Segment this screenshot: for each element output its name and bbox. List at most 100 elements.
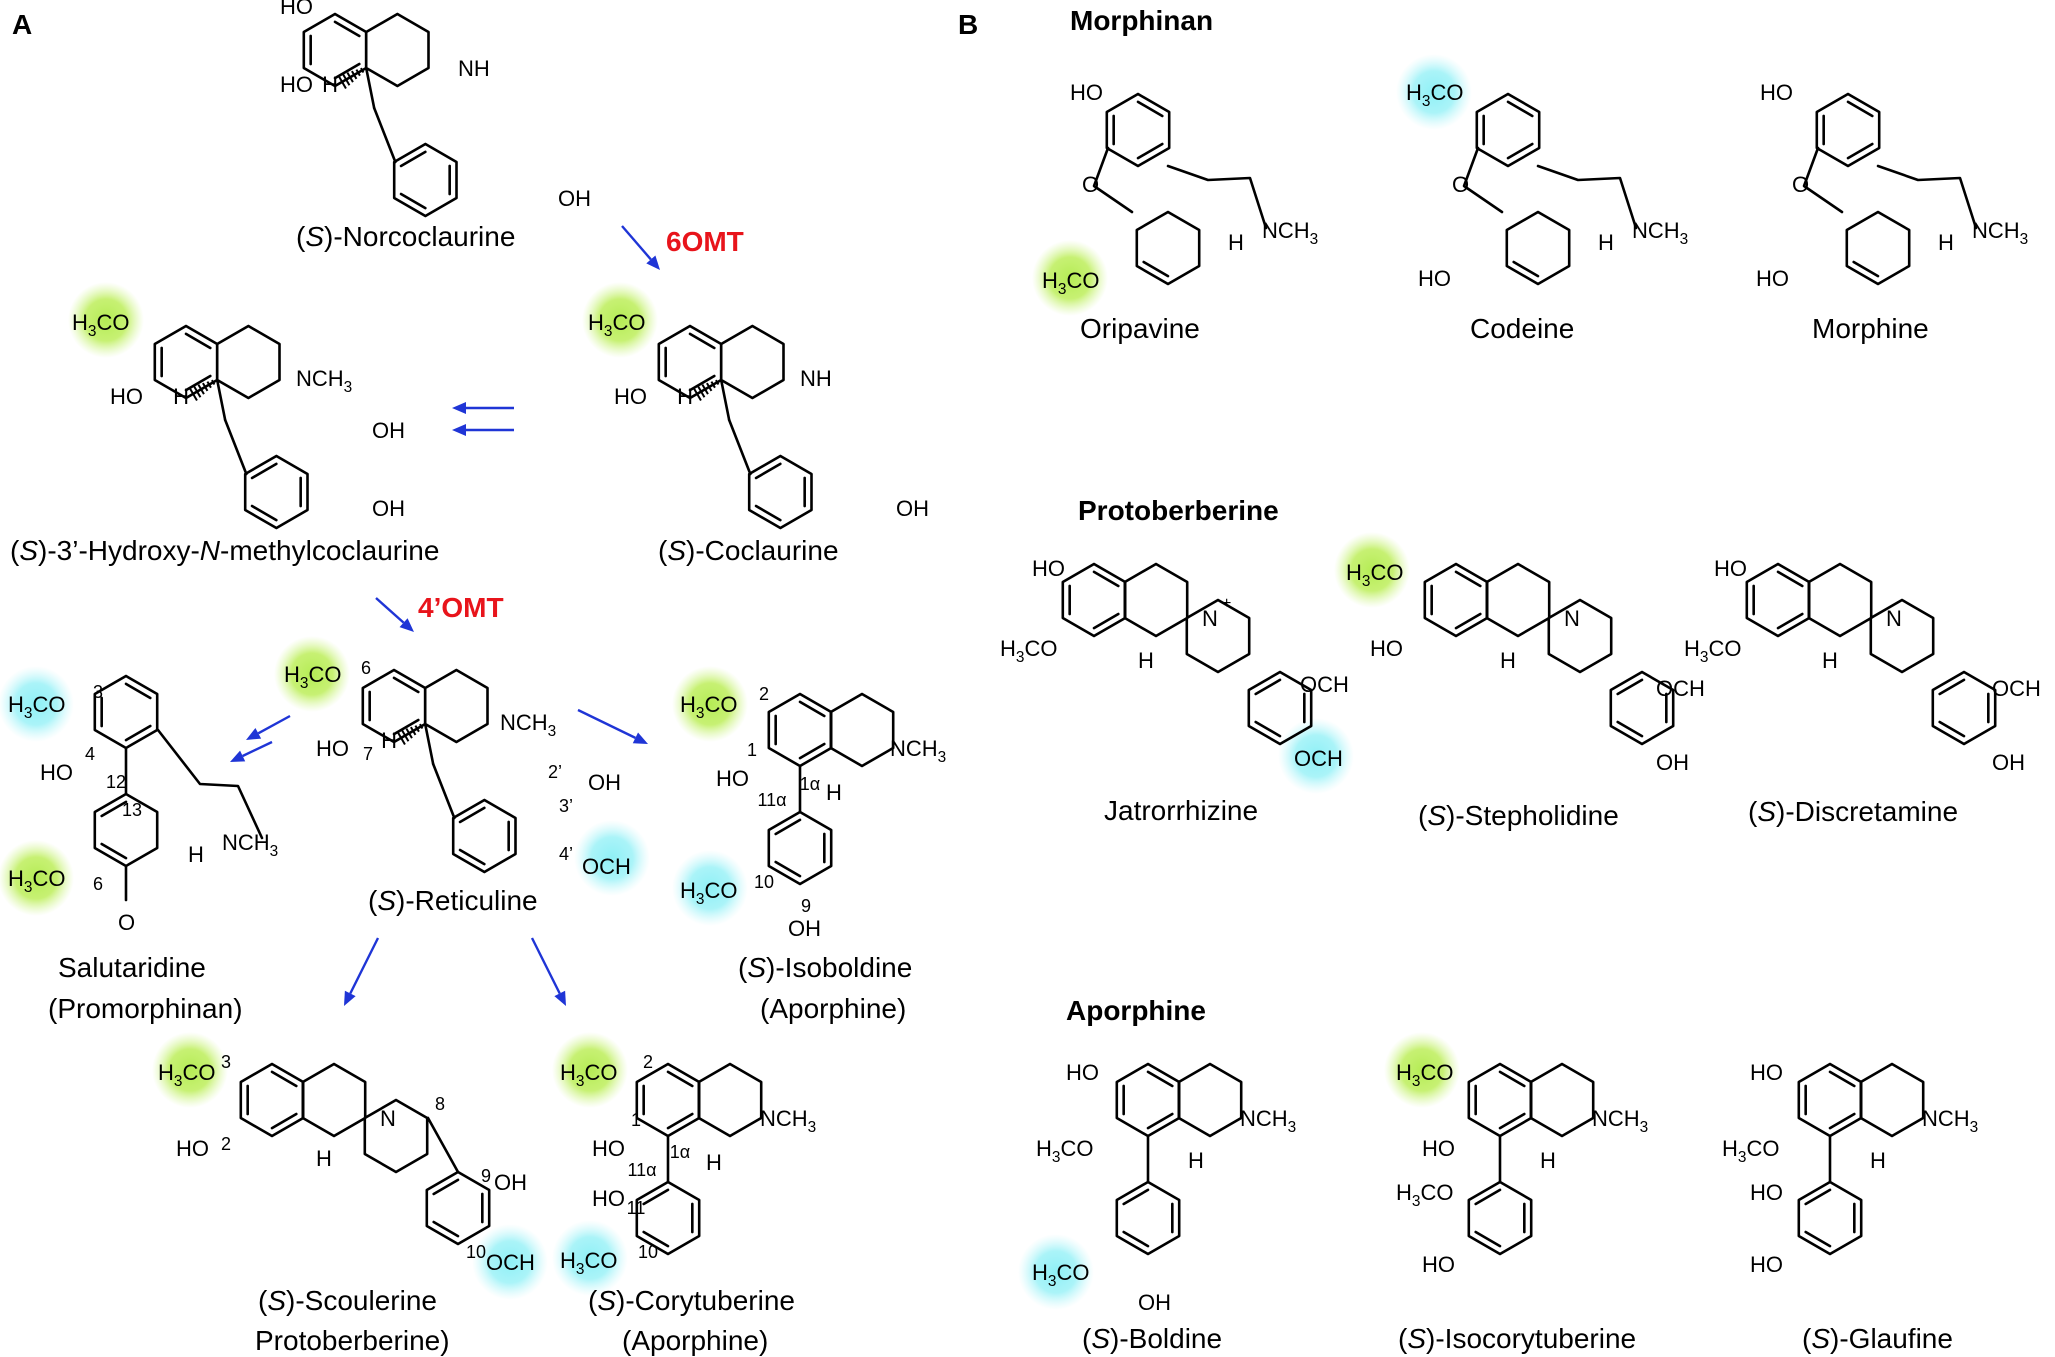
isoboldine-6omt-highlight <box>672 666 748 742</box>
codeine-ring-c-double-bond <box>1512 260 1540 278</box>
corytuberine-ring-a-double-bond <box>666 1070 694 1088</box>
coclaurine-ring-benzyl-double-bond <box>754 462 782 480</box>
stepholidine-och3: OCH <box>1656 676 1705 701</box>
isoboldine-4omt-highlight <box>672 850 748 926</box>
compound-name-corytuberine: (S)-Corytuberine <box>588 1285 795 1316</box>
glaufine-ho-b: HO <box>1750 1180 1783 1205</box>
arrow-reticuline-to-scoulerine-head <box>344 990 356 1006</box>
compound-name-stepholidine: (S)-Stepholidine <box>1418 800 1619 831</box>
reticuline-ch2-a <box>423 722 435 766</box>
arrow-norcoclaurine-to-coclaurine-head <box>646 255 660 270</box>
codeine-ring-a <box>1475 92 1541 168</box>
stepholidine-h3co: H3CO <box>1346 560 1403 590</box>
arrow-coclaurine-to-hmc-head <box>452 402 466 414</box>
compound-name-jatrorrhizine: Jatrorrhizine <box>1104 795 1258 826</box>
jatrorrhizine-och3-top: OCH <box>1300 672 1349 697</box>
class-title-morphinan: Morphinan <box>1070 5 1213 36</box>
glaufine-ho-c: HO <box>1750 1252 1783 1277</box>
corytuberine-h3co-top: H3CO <box>560 1060 617 1090</box>
compound-name-isoboldine: (S)-Isoboldine <box>738 952 912 983</box>
norcoclaurine-stereo-h <box>355 69 361 77</box>
coclaurine-ring-benzyl-double-bond <box>754 504 782 522</box>
jatrorrhizine-ring-d <box>1247 670 1313 746</box>
jatrorrhizine-ring-a <box>1061 562 1127 638</box>
isoboldine-num-2: 2 <box>759 684 769 704</box>
class-title-aporphine: Aporphine <box>1066 995 1206 1026</box>
jatrorrhizine-n: N <box>1202 606 1218 631</box>
isoboldine-h: H <box>826 780 842 805</box>
coclaurine-ring-b <box>719 324 785 400</box>
salutaridine-h3co-bottom: H3CO <box>8 866 65 896</box>
coclaurine-stereo-h <box>697 385 706 398</box>
salutaridine-ring-a-double-bond <box>124 724 152 742</box>
salutaridine-o: O <box>118 910 135 935</box>
compound-name-glaufine: (S)-Glaufine <box>1802 1323 1953 1354</box>
isocorytuberine-ho-b: HO <box>1422 1252 1455 1277</box>
compound-name-isocorytuberine: (S)-Isocorytuberine <box>1398 1323 1636 1354</box>
stepholidine-ho: HO <box>1370 636 1403 661</box>
norcoclaurine-ring-b <box>364 12 430 88</box>
coclaurine-ring-a-double-bond <box>688 332 716 350</box>
norcoclaurine-ring-a-double-bond <box>333 20 361 38</box>
oripavine-ring-c <box>1135 210 1201 286</box>
corytuberine-4omt-highlight <box>552 1220 628 1296</box>
compound-name-boldine: (S)-Boldine <box>1082 1323 1222 1354</box>
isocorytuberine-ring-a-double-bond <box>1498 1112 1526 1130</box>
morphine-ho-bottom: HO <box>1756 266 1789 291</box>
discretamine-n: N <box>1886 606 1902 631</box>
stepholidine-ring-d <box>1609 670 1675 746</box>
isocorytuberine-ring-d-double-bond <box>1474 1188 1502 1206</box>
morphine-ring-a <box>1815 92 1881 168</box>
class-title-protoberberine: Protoberberine <box>1078 495 1279 526</box>
salutaridine-nch3: NCH3 <box>222 830 278 860</box>
isoboldine-ring-a-double-bond <box>798 742 826 760</box>
norcoclaurine-stereo-h <box>351 70 358 80</box>
hmc-oh-a: OH <box>372 418 405 443</box>
isocorytuberine-ho-a: HO <box>1422 1136 1455 1161</box>
oripavine-h3co: H3CO <box>1042 268 1099 298</box>
jatrorrhizine-h3co: H3CO <box>1000 636 1057 666</box>
compound-name-hydroxy-methylcoclaurine: (S)-3’-Hydroxy-N-methylcoclaurine <box>10 535 439 566</box>
scoulerine-num-10: 10 <box>466 1242 486 1262</box>
norcoclaurine-stereo-h <box>360 67 365 73</box>
isoboldine-num-1a: 1α <box>800 774 820 794</box>
salutaridine-ring-a-double-bond <box>124 682 152 700</box>
morphine-ring-a-double-bond <box>1846 100 1874 118</box>
compound-name-coclaurine: (S)-Coclaurine <box>658 535 839 566</box>
codeine-h3co: H3CO <box>1406 80 1463 110</box>
reaction-arrows <box>230 225 660 1006</box>
boldine-h3co-bottom: H3CO <box>1032 1260 1089 1290</box>
boldine-ring-d <box>1115 1180 1181 1256</box>
codeine-nch3: NCH3 <box>1632 218 1688 248</box>
oripavine-o: O <box>1082 172 1099 197</box>
morphine-furan <box>1802 146 1844 214</box>
jatrorrhizine-ho: HO <box>1032 556 1065 581</box>
oripavine-ho: HO <box>1070 80 1103 105</box>
salutaridine-6omt-highlight <box>0 840 74 916</box>
arrow-reticuline-to-salutaridine-a-head <box>246 728 262 740</box>
compound-name-codeine: Codeine <box>1470 313 1574 344</box>
glaufine-ring-d-double-bond <box>1804 1188 1832 1206</box>
corytuberine-nch3: NCH3 <box>760 1106 816 1136</box>
corytuberine-ring-b <box>697 1062 763 1138</box>
arrow-reticuline-to-corytuberine <box>530 937 561 995</box>
oripavine-ring-a-double-bond <box>1136 142 1164 160</box>
isocorytuberine-ring-d <box>1467 1180 1533 1256</box>
boldine-h: H <box>1188 1148 1204 1173</box>
corytuberine-ho-11: HO <box>592 1186 625 1211</box>
compound-name-reticuline: (S)-Reticuline <box>368 885 538 916</box>
coclaurine-h-label: H <box>677 384 693 409</box>
corytuberine-6omt-highlight <box>552 1032 628 1108</box>
boldine-nch3: NCH3 <box>1240 1106 1296 1136</box>
reticuline-num-3p: 3’ <box>559 796 573 816</box>
isoboldine-num-10: 10 <box>754 872 774 892</box>
coclaurine-nh: NH <box>800 366 832 391</box>
boldine-oh: OH <box>1138 1290 1171 1315</box>
hydroxy-methylcoclaurine-ch2-a <box>215 378 227 422</box>
coclaurine-h3co: H3CO <box>588 310 645 340</box>
discretamine-h: H <box>1822 648 1838 673</box>
hmc-h3co: H3CO <box>72 310 129 340</box>
coclaurine-stereo-h <box>710 381 716 389</box>
codeine-h: H <box>1598 230 1614 255</box>
